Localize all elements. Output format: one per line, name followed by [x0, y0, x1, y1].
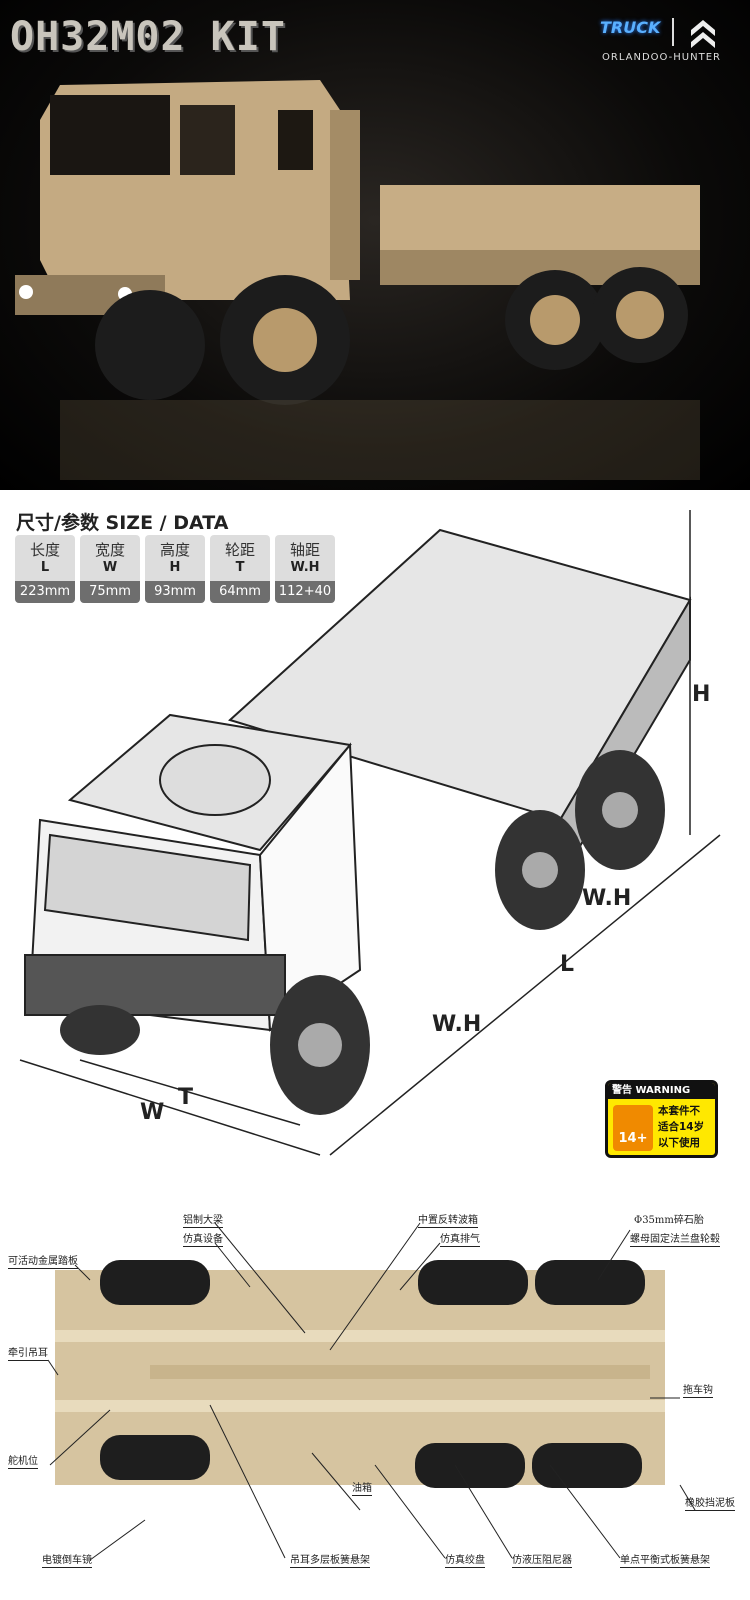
hero-photo-section: OH32M02 KIT TRUCK ORLANDOO-HUNTER [0, 0, 750, 490]
label-tow-lug: 牵引吊耳 [8, 1344, 48, 1361]
dimension-h: H [692, 682, 711, 707]
dimension-lines [19, 510, 721, 1156]
logo-divider [672, 18, 674, 46]
label-hub: 螺母固定法兰盘轮毂 [630, 1230, 720, 1247]
label-fuel-tank: 油箱 [352, 1479, 372, 1496]
product-title: OH32M02 KIT [10, 14, 286, 60]
label-mudflap: 橡胶挡泥板 [685, 1494, 735, 1511]
spec-value: 75mm [80, 581, 140, 603]
age-warning-badge: 警告 WARNING 14+ 本套件不适合14岁以下使用 [605, 1080, 718, 1158]
truck-photo [15, 80, 700, 480]
dimension-wh-front: W.H [432, 1012, 482, 1037]
dimension-l: L [560, 952, 575, 977]
dimension-t: T [178, 1085, 194, 1110]
brand-logo: TRUCK ORLANDOO-HUNTER [598, 12, 743, 68]
spec-value: 112+40 [275, 581, 335, 603]
label-leaf-rear: 单点平衡式板簧悬架 [620, 1551, 710, 1568]
chassis-photo [47, 1222, 696, 1561]
label-damper: 仿液压阻尼器 [512, 1551, 572, 1568]
label-hitch: 拖车钩 [683, 1381, 713, 1398]
spec-abbr: W [102, 560, 118, 575]
warning-header: 警告 WARNING [608, 1083, 715, 1099]
truck-logo: TRUCK [600, 18, 661, 37]
spec-value: 64mm [210, 581, 270, 603]
label-frame: 铝制大梁 [183, 1211, 223, 1228]
label-equipment: 仿真设备 [183, 1230, 223, 1247]
label-winch: 仿真绞盘 [445, 1551, 485, 1568]
brand-subtitle: ORLANDOO-HUNTER [602, 52, 721, 63]
spec-value: 223mm [15, 581, 75, 603]
label-mirror: 电镀倒车镜 [42, 1551, 92, 1568]
spec-cn: 高度 [159, 541, 190, 559]
spec-cn: 长度 [29, 541, 60, 559]
spec-title: 尺寸/参数 SIZE / DATA [16, 512, 229, 534]
callout-lines [47, 1222, 696, 1561]
chevron-logo-icon [691, 20, 715, 48]
dimension-w: W [140, 1100, 165, 1125]
spec-abbr: W.H [290, 560, 320, 575]
spec-abbr: L [40, 560, 50, 575]
chassis-tires [100, 1260, 645, 1488]
spec-abbr: T [235, 560, 245, 575]
label-exhaust: 仿真排气 [440, 1230, 480, 1247]
age-label: 14+ [613, 1105, 653, 1151]
spec-cn: 宽度 [94, 541, 125, 559]
label-step: 可活动金属踏板 [8, 1252, 78, 1269]
exhaust-stack [330, 110, 360, 280]
dimension-wh-rear: W.H [582, 886, 632, 911]
warning-line: 适合14岁 [658, 1121, 705, 1133]
warning-line: 本套件不 [658, 1105, 700, 1117]
label-servo: 舵机位 [8, 1452, 38, 1469]
spec-abbr: H [169, 560, 181, 575]
spec-cn: 轴距 [289, 541, 320, 559]
label-leaf-front: 吊耳多层板簧悬架 [290, 1551, 370, 1568]
cargo-bed [380, 185, 700, 255]
windshield [50, 95, 170, 175]
spec-value: 93mm [145, 581, 205, 603]
label-gearbox: 中置反转波箱 [418, 1211, 478, 1228]
spec-cn: 轮距 [224, 541, 255, 559]
truck-line-drawing [19, 510, 721, 1156]
warning-line: 以下使用 [658, 1137, 700, 1149]
label-tire: Φ35mm碎石胎 [634, 1215, 704, 1226]
warning-text: 本套件不适合14岁以下使用 [658, 1103, 704, 1151]
